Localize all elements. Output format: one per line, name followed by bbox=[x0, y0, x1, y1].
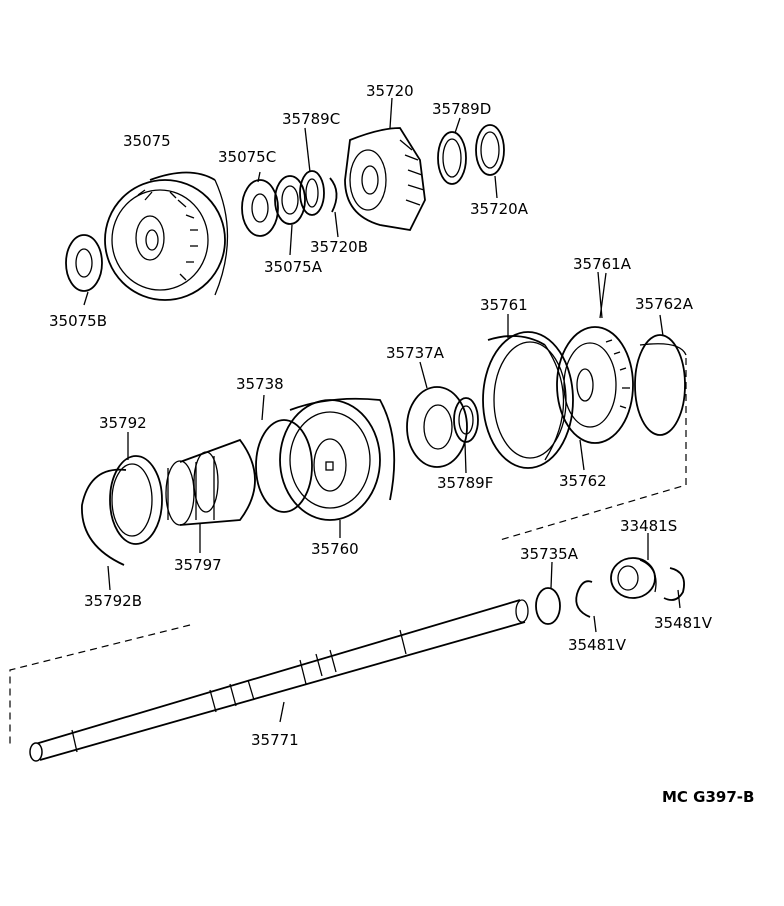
sun-gear-35797[interactable] bbox=[165, 438, 256, 526]
shaft-35771[interactable] bbox=[29, 599, 529, 762]
label-35735A: 35735A bbox=[520, 545, 579, 563]
label-35737A: 35737A bbox=[386, 344, 445, 362]
washer-35737A[interactable] bbox=[406, 386, 468, 468]
label-35720B: 35720B bbox=[310, 238, 368, 256]
ring-gear-35760[interactable] bbox=[279, 397, 396, 521]
clutch-drum-35761[interactable] bbox=[482, 331, 574, 469]
race-35789D[interactable] bbox=[437, 131, 467, 185]
label-35075B: 35075B bbox=[49, 312, 107, 330]
thrust-washer-35075B[interactable] bbox=[65, 234, 103, 292]
bearing-35792[interactable] bbox=[109, 455, 163, 545]
label-35761: 35761 bbox=[480, 296, 528, 314]
race-35789F[interactable] bbox=[453, 397, 479, 443]
label-35075: 35075 bbox=[123, 132, 171, 150]
snap-ring-35481V-right[interactable] bbox=[663, 567, 685, 601]
label-35720: 35720 bbox=[366, 82, 414, 100]
label-35075A: 35075A bbox=[264, 258, 323, 276]
label-35771: 35771 bbox=[251, 731, 299, 749]
ring-35735A[interactable] bbox=[535, 587, 561, 625]
leaders-top bbox=[83, 97, 498, 306]
snap-ring-35762A[interactable] bbox=[634, 334, 687, 436]
label-35762: 35762 bbox=[559, 472, 607, 490]
label-35761A: 35761A bbox=[573, 255, 632, 273]
label-35792B: 35792B bbox=[84, 592, 142, 610]
clutch-plate-35762[interactable] bbox=[556, 326, 634, 444]
bearing-35720A[interactable] bbox=[475, 124, 505, 176]
label-35792: 35792 bbox=[99, 414, 147, 432]
label-35075C: 35075C bbox=[218, 148, 276, 166]
race-35789C[interactable] bbox=[299, 170, 325, 216]
overdrive-drum-35075[interactable] bbox=[104, 171, 229, 301]
label-35720A: 35720A bbox=[470, 200, 529, 218]
planetary-gear-35720[interactable] bbox=[344, 127, 426, 231]
nut-33481S[interactable] bbox=[610, 557, 657, 599]
label-35760: 35760 bbox=[311, 540, 359, 558]
snap-ring-35720B[interactable] bbox=[329, 177, 338, 213]
leaders-middle bbox=[107, 272, 664, 591]
label-35789C: 35789C bbox=[282, 110, 340, 128]
assembly-boundary bbox=[9, 358, 687, 745]
washer-35075C[interactable] bbox=[241, 179, 279, 237]
snap-ring-35738[interactable] bbox=[255, 419, 313, 513]
label-35789F: 35789F bbox=[437, 474, 493, 492]
label-33481S: 33481S bbox=[620, 517, 677, 535]
bearing-35075A[interactable] bbox=[274, 175, 306, 225]
label-35738: 35738 bbox=[236, 375, 284, 393]
diagram-code: MC G397-B bbox=[662, 788, 754, 806]
label-35481V-right: 35481V bbox=[654, 614, 713, 632]
label-35789D: 35789D bbox=[432, 100, 491, 118]
label-35762A: 35762A bbox=[635, 295, 694, 313]
snap-ring-35481V-left[interactable] bbox=[575, 580, 593, 618]
label-35481V-left: 35481V bbox=[568, 636, 627, 654]
leaders-lower-right bbox=[550, 533, 681, 633]
label-35797: 35797 bbox=[174, 556, 222, 574]
snap-ring-35792B[interactable] bbox=[81, 468, 127, 566]
